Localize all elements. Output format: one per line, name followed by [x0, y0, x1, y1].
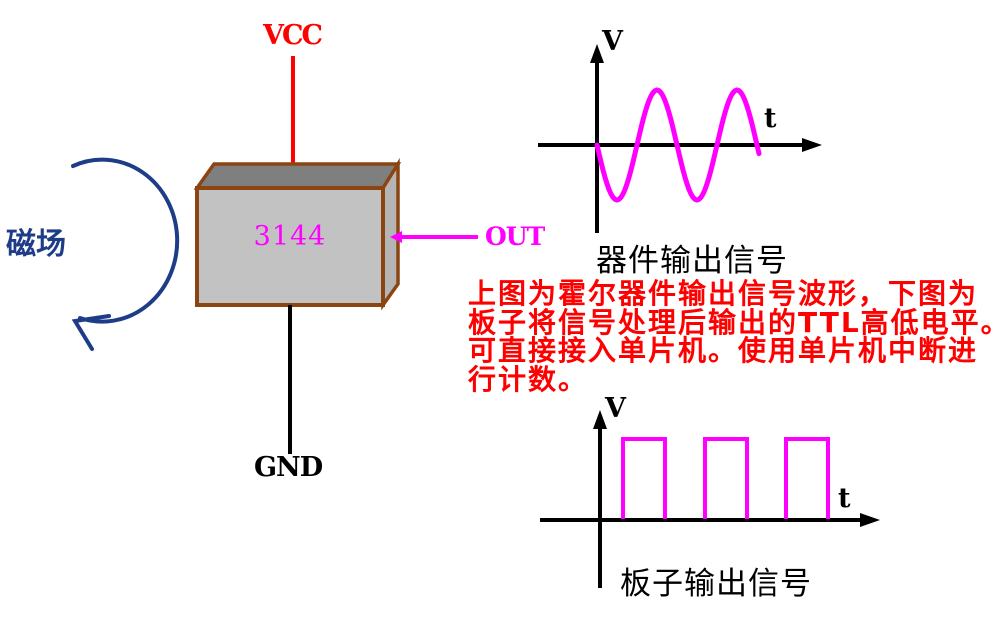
vcc-label: VCC	[263, 20, 323, 51]
annotation-note-line-4: 行计数。	[468, 362, 589, 396]
device-chart-t-axis-arrowhead-icon	[802, 138, 822, 152]
board-chart-t-axis-label: t	[838, 483, 851, 514]
out-label: OUT	[485, 222, 545, 251]
board-chart-v-axis-label: V	[605, 393, 626, 424]
gnd-label: GND	[254, 452, 323, 483]
hall-chip-box-front	[195, 186, 385, 307]
board-output-pulse-wave	[621, 437, 830, 519]
board-chart-caption: 板子输出信号	[620, 566, 812, 602]
annotation-note: 上图为霍尔器件输出信号波形，下图为 板子将信号处理后输出的TTL高低电平。 可直…	[468, 277, 992, 396]
device-chart-v-axis-label: V	[602, 26, 623, 57]
hall-chip-box-top	[193, 162, 402, 190]
magnetic-field-label: 磁场	[6, 227, 66, 262]
annotation-note-line-3: 可直接接入单片机。使用单片机中断进	[468, 334, 979, 367]
magnetic-field-arc	[71, 157, 180, 324]
chip-model-label: 3144	[253, 221, 327, 252]
annotation-note-line-2: 板子将信号处理后输出的TTL高低电平。	[468, 305, 992, 339]
board-chart-v-axis-arrowhead-icon	[593, 410, 607, 429]
annotation-note-line-1: 上图为霍尔器件输出信号波形，下图为	[468, 277, 979, 310]
device-chart-t-axis-label: t	[764, 103, 777, 134]
device-chart-v-axis-arrowhead-icon	[590, 44, 604, 63]
out-wire-arrowhead-icon	[390, 231, 402, 243]
device-output-sine-wave	[594, 87, 762, 203]
magnetic-field-arrowhead-icon	[71, 314, 111, 351]
device-chart-caption: 器件输出信号	[596, 243, 788, 279]
board-chart-t-axis-arrowhead-icon	[860, 513, 880, 527]
